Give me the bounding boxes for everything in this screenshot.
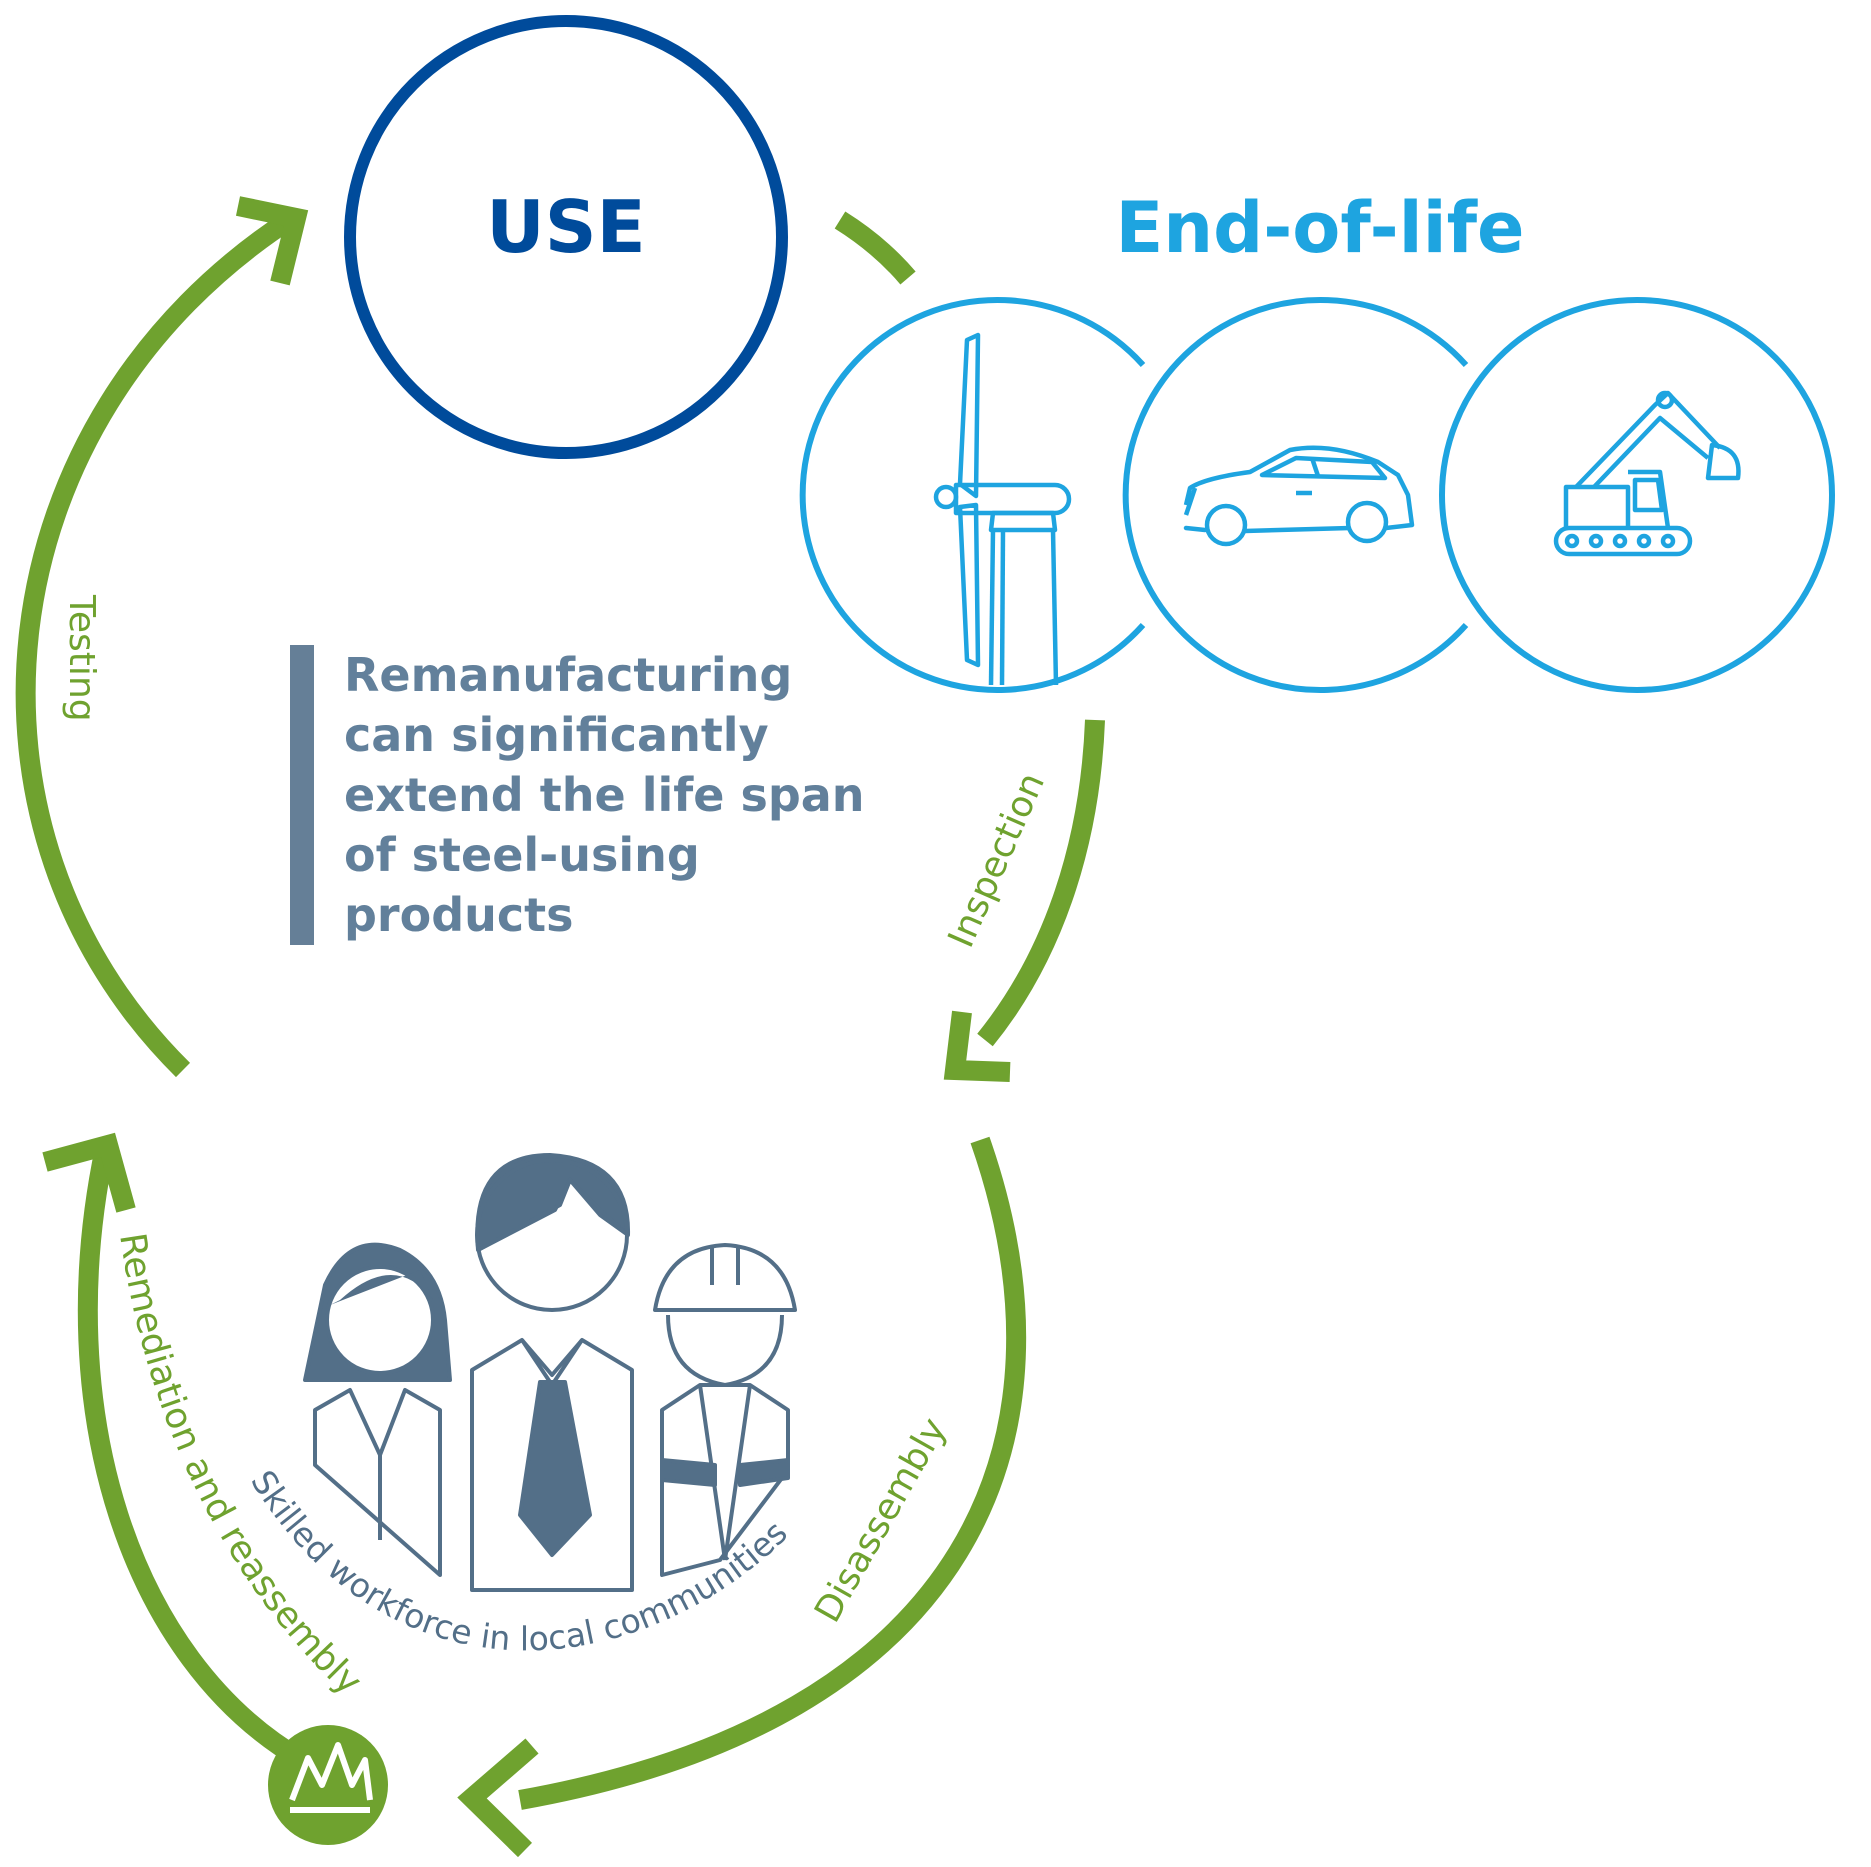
remediation-arrow [77, 1145, 308, 1769]
end-of-life-circles [799, 297, 1835, 693]
inspection-arrowhead [943, 1010, 1011, 1082]
use-stage: USE [344, 15, 788, 459]
man-tie [518, 1380, 592, 1557]
end-of-life-title: End-of-life [1115, 187, 1524, 269]
use-label: USE [486, 185, 646, 269]
use-circle [344, 15, 788, 459]
inspection-arrow [977, 719, 1105, 1047]
use-to-end-of-life-connector [834, 211, 916, 285]
testing-arrowhead [235, 196, 309, 286]
car-icon [1183, 445, 1415, 547]
quote-line: of steel-using [344, 828, 700, 882]
quote-line: Remanufacturing [344, 648, 793, 702]
quote-line: products [344, 888, 574, 942]
people-icon [303, 1153, 797, 1592]
car-circle [1122, 297, 1469, 693]
testing-arrow [15, 209, 298, 1078]
testing-label: Testing [61, 594, 102, 722]
quote-line: can significantly [344, 708, 769, 762]
remanufacturing-quote: Remanufacturing can significantly extend… [290, 645, 944, 945]
excavator-circle [1439, 297, 1835, 693]
worker-helmet [653, 1243, 797, 1312]
turbine-circle [799, 297, 1146, 693]
excavator-icon [1553, 390, 1741, 557]
quote-line: extend the life span [344, 768, 865, 822]
cycle-arrows [15, 196, 1105, 1858]
disassembly-arrowhead [457, 1738, 539, 1858]
disassembly-arrow [518, 1136, 1027, 1810]
wind-turbine-icon [933, 332, 1072, 686]
remediation-arrowhead [42, 1132, 136, 1213]
worldsteel-logo-icon [268, 1725, 388, 1845]
inspection-label: Inspection [941, 767, 1053, 954]
